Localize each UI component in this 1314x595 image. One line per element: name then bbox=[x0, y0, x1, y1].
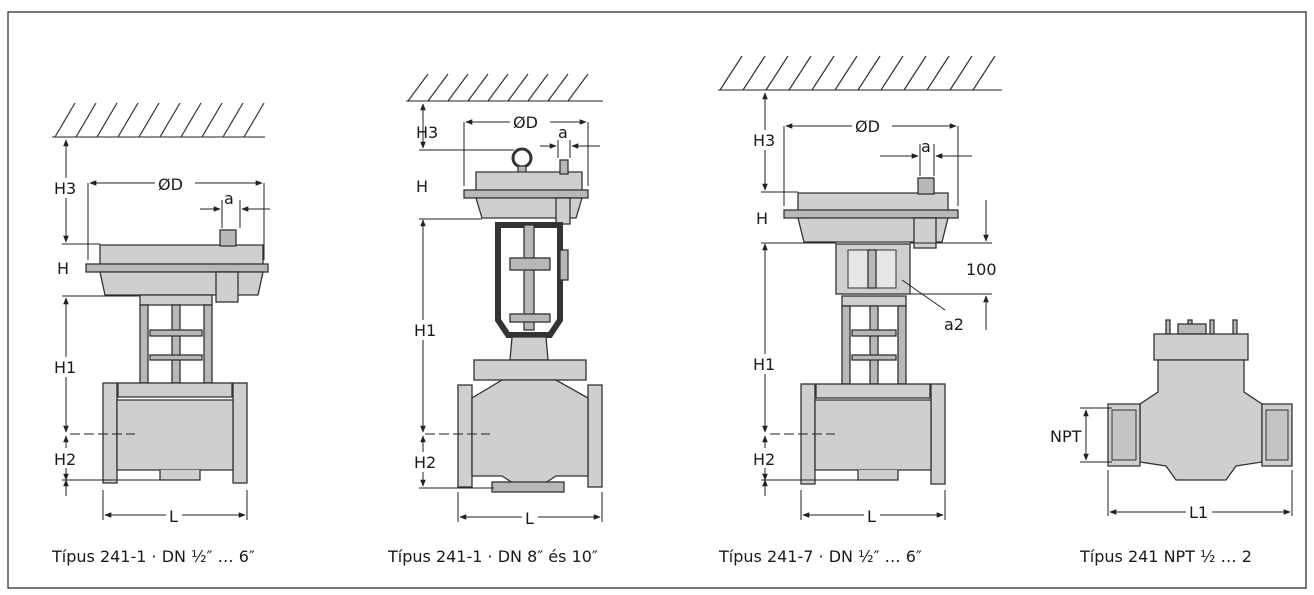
label-dim100: 100 bbox=[966, 260, 997, 279]
bonnet bbox=[815, 383, 931, 399]
figure-3: H3 ØD a H 100 a2 H1 H2 L Típus 241-7 · D… bbox=[718, 55, 1002, 566]
figure-caption: Típus 241-7 · DN ½″ … 6″ bbox=[718, 547, 922, 566]
label-l1: L1 bbox=[1189, 503, 1208, 522]
label-h: H bbox=[57, 259, 69, 278]
label-a: a bbox=[224, 189, 234, 208]
actuator-upper bbox=[475, 171, 583, 193]
yoke-left bbox=[139, 304, 149, 384]
ceiling-hatch bbox=[406, 73, 603, 102]
flange-right bbox=[930, 383, 946, 485]
valve-body bbox=[116, 399, 234, 471]
actuator-flange bbox=[85, 263, 269, 273]
bonnet bbox=[117, 382, 233, 398]
label-h3: H3 bbox=[753, 131, 775, 150]
valve-body bbox=[471, 379, 589, 486]
ceiling-hatch bbox=[52, 102, 265, 138]
actuator-flange bbox=[463, 189, 589, 199]
vent-plug bbox=[219, 229, 237, 247]
label-h2: H2 bbox=[753, 450, 775, 469]
flange-left bbox=[457, 384, 473, 488]
label-a: a bbox=[558, 123, 568, 142]
yoke-left bbox=[841, 305, 851, 385]
ceiling-hatch bbox=[718, 55, 1002, 91]
label-h1: H1 bbox=[54, 358, 76, 377]
label-l: L bbox=[169, 507, 178, 526]
label-h1: H1 bbox=[414, 321, 436, 340]
label-npt: NPT bbox=[1050, 427, 1082, 446]
label-h3: H3 bbox=[416, 123, 438, 142]
label-h: H bbox=[756, 209, 768, 228]
flange-left bbox=[102, 382, 118, 484]
label-l: L bbox=[525, 509, 534, 528]
label-h3: H3 bbox=[54, 179, 76, 198]
yoke-right bbox=[897, 305, 907, 385]
flange-right bbox=[587, 384, 603, 488]
actuator-upper bbox=[99, 244, 264, 267]
frame-border bbox=[7, 11, 1307, 589]
label-h1: H1 bbox=[753, 355, 775, 374]
actuator-lower bbox=[797, 217, 949, 243]
figure-4: NPT L1 Típus 241 NPT ½ … 2 bbox=[1050, 319, 1293, 566]
label-a: a bbox=[921, 137, 931, 156]
vent-plug bbox=[917, 177, 935, 195]
lifting-eye bbox=[511, 147, 533, 169]
yoke bbox=[495, 222, 563, 338]
label-h2: H2 bbox=[54, 450, 76, 469]
actuator-flange bbox=[783, 209, 959, 219]
bonnet bbox=[1153, 333, 1249, 361]
figure-caption: Típus 241-1 · DN 8″ és 10″ bbox=[387, 547, 598, 566]
yoke-right bbox=[203, 304, 213, 384]
flange-right bbox=[232, 382, 248, 484]
label-od: ØD bbox=[158, 175, 183, 194]
figure-1: H3 ØD a H H1 H2 L Típus 241-1 · DN ½″ … … bbox=[51, 102, 270, 566]
valve-body bbox=[814, 399, 932, 471]
bonnet bbox=[473, 359, 587, 381]
label-h2: H2 bbox=[414, 453, 436, 472]
label-l: L bbox=[867, 507, 876, 526]
vent-plug bbox=[559, 159, 569, 175]
figure-2: H3 ØD a H H1 H2 L Típus 241-1 · DN 8″ és… bbox=[387, 73, 603, 566]
bonnet-neck bbox=[509, 336, 549, 361]
actuator-upper bbox=[797, 192, 949, 213]
figure-caption: Típus 241 NPT ½ … 2 bbox=[1079, 547, 1252, 566]
label-h: H bbox=[416, 177, 428, 196]
label-od: ØD bbox=[855, 117, 880, 136]
figure-caption: Típus 241-1 · DN ½″ … 6″ bbox=[51, 547, 255, 566]
valve-body bbox=[1139, 359, 1263, 481]
label-od: ØD bbox=[513, 113, 538, 132]
label-a2: a2 bbox=[944, 315, 964, 334]
